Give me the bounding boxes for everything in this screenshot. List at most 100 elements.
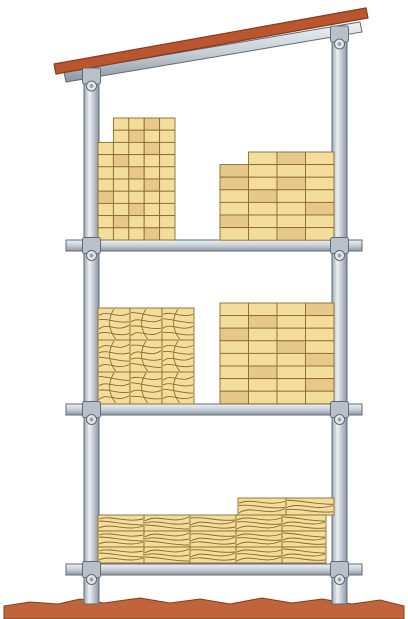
- lumber-block: [144, 216, 159, 228]
- lumber-block: [220, 177, 249, 190]
- cross-cut-block-stack: [220, 303, 334, 404]
- lumber-block: [220, 165, 249, 178]
- lumber-block: [277, 341, 306, 354]
- lumber-block: [113, 167, 128, 179]
- lumber-block: [277, 316, 306, 329]
- lumber-block: [160, 118, 175, 130]
- lumber-block: [220, 190, 249, 203]
- lumber-block: [249, 379, 278, 392]
- lumber-block: [306, 228, 335, 241]
- lumber-block: [113, 191, 128, 203]
- left-post: [84, 68, 99, 604]
- roof-support-pipe: [64, 22, 362, 82]
- lumber-block: [220, 391, 249, 404]
- lumber-block: [306, 316, 335, 329]
- lumber-block: [129, 118, 144, 130]
- lumber-block: [277, 202, 306, 215]
- lumber-block: [220, 328, 249, 341]
- lumber-block: [98, 203, 113, 215]
- end-grain-block: [162, 340, 194, 372]
- plank-pile: [98, 498, 334, 563]
- lumber-block: [220, 303, 249, 316]
- lumber-block: [277, 215, 306, 228]
- lumber-block: [306, 353, 335, 366]
- lumber-block: [277, 328, 306, 341]
- lumber-block: [144, 155, 159, 167]
- lumber-block: [129, 203, 144, 215]
- lumber-block: [160, 191, 175, 203]
- end-grain-block-stack: [98, 308, 194, 404]
- upper-shelf-beam: [66, 240, 362, 251]
- lumber-block: [249, 215, 278, 228]
- lumber-block: [306, 165, 335, 178]
- lumber-block: [160, 216, 175, 228]
- lumber-block: [277, 152, 306, 165]
- lumber-block: [306, 190, 335, 203]
- lumber-block: [249, 177, 278, 190]
- lumber-block: [220, 228, 249, 241]
- lumber-block: [113, 130, 128, 142]
- lumber-block: [113, 203, 128, 215]
- lumber-block: [144, 167, 159, 179]
- lumber-block: [306, 303, 335, 316]
- lumber-block: [277, 228, 306, 241]
- lumber-block: [220, 366, 249, 379]
- lumber-block: [144, 142, 159, 154]
- lumber-block: [113, 142, 128, 154]
- lumber-block: [306, 366, 335, 379]
- lumber-block: [160, 130, 175, 142]
- middle-shelf-beam: [66, 404, 362, 415]
- lumber-block: [220, 353, 249, 366]
- lumber-block: [277, 165, 306, 178]
- lumber-block: [113, 118, 128, 130]
- lumber-block: [249, 228, 278, 241]
- lumber-block: [129, 191, 144, 203]
- lumber-block: [129, 179, 144, 191]
- lumber-block: [129, 167, 144, 179]
- lumber-block: [220, 215, 249, 228]
- lumber-block: [113, 228, 128, 240]
- lower-shelf-beam: [66, 564, 362, 575]
- lumber-block: [249, 303, 278, 316]
- lumber-block: [98, 142, 113, 154]
- lumber-block: [98, 167, 113, 179]
- tall-cross-cut-stack: [98, 118, 175, 240]
- lumber-block: [249, 366, 278, 379]
- lumber-block: [249, 190, 278, 203]
- lumber-block: [144, 130, 159, 142]
- lumber-stacks: [98, 118, 334, 563]
- lumber-block: [277, 379, 306, 392]
- lumber-block: [306, 152, 335, 165]
- end-grain-block: [162, 372, 194, 404]
- lumber-block: [249, 316, 278, 329]
- lumber-block: [129, 216, 144, 228]
- lumber-block: [277, 366, 306, 379]
- lumber-block: [249, 328, 278, 341]
- lumber-block: [98, 155, 113, 167]
- lumber-block: [220, 341, 249, 354]
- lumber-block: [98, 216, 113, 228]
- lumber-block: [160, 228, 175, 240]
- lumber-block: [220, 202, 249, 215]
- lumber-block: [144, 203, 159, 215]
- lumber-block: [113, 179, 128, 191]
- lumber-block: [306, 177, 335, 190]
- lumber-block: [98, 179, 113, 191]
- lumber-block: [306, 391, 335, 404]
- lumber-block: [220, 379, 249, 392]
- lumber-block: [249, 341, 278, 354]
- lumber-block: [144, 228, 159, 240]
- roof-board: [54, 8, 368, 74]
- lumber-block: [113, 155, 128, 167]
- lumber-block: [144, 118, 159, 130]
- lumber-block: [306, 328, 335, 341]
- lumber-block: [277, 391, 306, 404]
- end-grain-block: [98, 340, 130, 372]
- lumber-block: [249, 152, 278, 165]
- lumber-block: [277, 177, 306, 190]
- lumber-block: [249, 353, 278, 366]
- lumber-block: [306, 379, 335, 392]
- lumber-block: [144, 191, 159, 203]
- lumber-block: [160, 167, 175, 179]
